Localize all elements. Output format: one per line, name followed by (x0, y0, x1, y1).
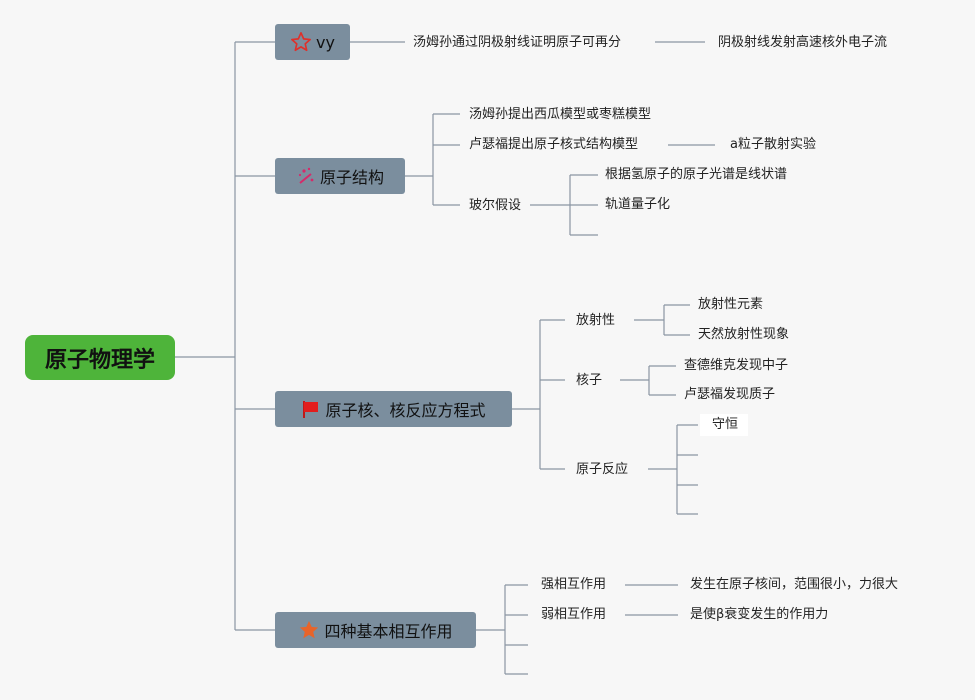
node-rutherford-model[interactable]: 卢瑟福提出原子核式结构模型 (469, 137, 639, 152)
node-thomson-proof[interactable]: 汤姆孙通过阴极射线证明原子可再分 (413, 35, 622, 50)
branch-forces-label: 四种基本相互作用 (324, 622, 453, 641)
node-thomson-model[interactable]: 汤姆孙提出西瓜模型或枣糕模型 (469, 107, 652, 122)
root-topic[interactable]: 原子物理学 (25, 335, 175, 380)
node-bohr-child[interactable]: 轨道量子化 (605, 197, 671, 212)
node-bohr-child[interactable]: 根据氢原子的原子光谱是线状谱 (605, 167, 788, 182)
root-topic-label: 原子物理学 (44, 347, 155, 373)
node-reaction[interactable]: 原子反应 (576, 462, 629, 477)
node-reaction-child[interactable]: 守恒 (712, 417, 739, 432)
node-strong-desc[interactable]: 发生在原子核间，范围很小，力很大 (690, 577, 899, 592)
star-outline-icon (290, 31, 312, 53)
node-nucleon[interactable]: 核子 (576, 373, 603, 388)
red-flag-icon (301, 399, 321, 419)
node-cathode-ray[interactable]: 阴极射线发射高速核外电子流 (718, 35, 888, 50)
node-weak-desc[interactable]: 是使β衰变发生的作用力 (690, 607, 829, 622)
orange-star-icon (298, 619, 320, 641)
node-radioactivity[interactable]: 放射性 (576, 313, 616, 328)
branch-forces[interactable]: 四种基本相互作用 (275, 612, 476, 648)
node-nucleon-child[interactable]: 卢瑟福发现质子 (684, 387, 776, 402)
node-nucleon-child[interactable]: 查德维克发现中子 (684, 358, 789, 373)
node-weak-force[interactable]: 弱相互作用 (541, 607, 607, 622)
node-radio-child[interactable]: 天然放射性现象 (698, 327, 790, 342)
branch-vy-label: vy (316, 32, 335, 52)
branch-atom-structure-label: 原子结构 (319, 168, 384, 187)
node-strong-force[interactable]: 强相互作用 (541, 577, 607, 592)
node-conservation-box (700, 414, 748, 436)
node-radio-child[interactable]: 放射性元素 (698, 297, 764, 312)
branch-nucleus-label: 原子核、核反应方程式 (325, 401, 486, 420)
branch-atom-structure[interactable]: 原子结构 (275, 158, 405, 194)
node-bohr[interactable]: 玻尔假设 (469, 198, 522, 213)
branch-vy[interactable]: vy (275, 24, 350, 60)
sparkle-wand-icon (296, 166, 316, 186)
branch-nucleus[interactable]: 原子核、核反应方程式 (275, 391, 512, 427)
node-alpha-experiment[interactable]: a粒子散射实验 (730, 137, 816, 152)
